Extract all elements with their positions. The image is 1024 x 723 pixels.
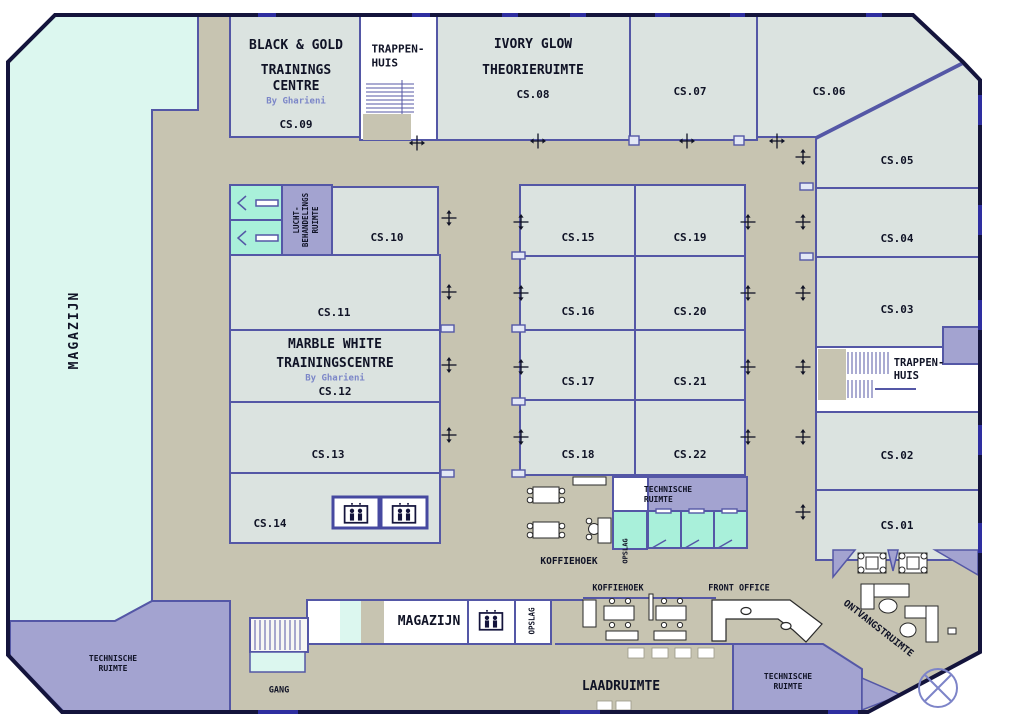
room-ivory-cs08	[436, 14, 631, 141]
front-office-desk	[711, 599, 823, 643]
stairs-bottom-left-treads	[254, 620, 301, 650]
label-cs20: CS.20	[673, 305, 707, 319]
room-cs19	[634, 184, 746, 257]
label-marble-sub: TRAININGSCENTRE	[276, 355, 394, 371]
label-cs19: CS.19	[673, 231, 707, 245]
label-cs13: CS.13	[311, 448, 345, 462]
window-marks	[258, 13, 982, 714]
label-opslag-bottom: OPSLAG	[527, 607, 537, 635]
room-black-gold-cs09	[229, 14, 361, 138]
outer-wall	[6, 13, 982, 714]
label-ivory-title: IVORY GLOW	[493, 36, 573, 52]
label-technische-left: TECHNISCHE RUIMTE	[88, 654, 138, 673]
laadruimte-crates	[596, 647, 715, 711]
room-cs20	[634, 255, 746, 331]
label-cs21: CS.21	[673, 375, 707, 389]
room-cs18	[519, 399, 636, 476]
label-koffiehoek-upper: KOFFIEHOEK	[540, 556, 598, 568]
label-cs22: CS.22	[673, 448, 707, 462]
label-black-gold-by: By Gharieni	[266, 96, 326, 107]
koffiehoek-upper-furniture	[526, 476, 612, 544]
room-cs22	[634, 399, 746, 476]
opslag-center-cell	[612, 510, 648, 550]
label-cs10: CS.10	[370, 231, 404, 245]
room-cs13	[229, 401, 441, 474]
mint-cell-doors	[236, 195, 279, 246]
revolving-door	[918, 668, 958, 708]
stairs-right-treads	[847, 352, 889, 398]
magazijn-mint-cell	[340, 601, 361, 643]
room-cs21	[634, 329, 746, 401]
label-cs04: CS.04	[880, 232, 914, 246]
door-gaps	[440, 135, 814, 478]
label-opslag-center: OPSLAG	[621, 538, 630, 564]
label-cs09: CS.09	[279, 118, 313, 132]
label-cs07: CS.07	[673, 85, 707, 99]
label-lucht: LUCHT- BEHANDELINGS RUIMTE	[291, 192, 320, 248]
label-cs17: CS.17	[561, 375, 595, 389]
label-cs06: CS.06	[812, 85, 846, 99]
label-magazijn-bottom: MAGAZIJN	[397, 613, 461, 629]
label-trappenhuis-top: TRAPPEN- HUIS	[371, 42, 425, 69]
trappenhuis-right-purple-block	[942, 326, 981, 365]
label-marble-title: MARBLE WHITE	[288, 336, 382, 352]
label-trappenhuis-right: TRAPPEN- HUIS	[893, 356, 945, 382]
room-cs10	[331, 186, 439, 256]
label-black-gold-sub: TRAININGS CENTRE	[260, 62, 332, 94]
label-koffiehoek-lower: KOFFIEHOEK	[592, 583, 644, 594]
room-cs07	[629, 14, 758, 141]
lucht-behandelings-ruimte	[281, 184, 333, 256]
room-marble-cs12	[229, 329, 441, 403]
label-cs08: CS.08	[516, 88, 550, 102]
label-cs05: CS.05	[880, 154, 914, 168]
ontvangst-purple-accents	[832, 549, 979, 712]
label-cs12: CS.12	[318, 385, 352, 399]
label-ivory-sub: THEORIERUIMTE	[482, 62, 584, 78]
room-cs11	[229, 254, 441, 331]
stairs-top-treads	[366, 83, 414, 113]
opslag-bottom-cell	[514, 599, 552, 645]
toilet-doors	[651, 508, 738, 549]
elevator-icon-2	[391, 502, 417, 524]
room-cs02	[815, 411, 981, 491]
label-cs11: CS.11	[317, 306, 351, 320]
label-cs01: CS.01	[880, 519, 914, 533]
label-laadruimte: LAADRUIMTE	[581, 678, 661, 694]
room-cs16	[519, 255, 636, 331]
label-gang: GANG	[268, 685, 290, 696]
stairs-bottom-left	[249, 617, 309, 653]
label-cs18: CS.18	[561, 448, 595, 462]
koffiehoek-lower-furniture	[582, 593, 687, 641]
label-front-office: FRONT OFFICE	[708, 583, 770, 594]
room-cs15	[519, 184, 636, 257]
elevator-icon-3	[478, 609, 504, 631]
elevator-icon-1	[343, 502, 369, 524]
label-black-gold-title: BLACK & GOLD	[249, 37, 343, 53]
ontvangst-furniture	[857, 552, 957, 643]
room-cs17	[519, 329, 636, 401]
trappenhuis-right-landing	[818, 349, 846, 400]
label-cs03: CS.03	[880, 303, 914, 317]
room-cs01	[815, 489, 981, 561]
label-technische-center: TECHNISCHE RUIMTE	[643, 485, 693, 504]
label-cs02: CS.02	[880, 449, 914, 463]
label-technische-bottom: TECHNISCHE RUIMTE	[763, 672, 813, 691]
room-cs04	[815, 187, 981, 258]
label-cs14: CS.14	[253, 517, 287, 531]
stairs-top-landing	[363, 114, 411, 140]
label-marble-by: By Gharieni	[305, 373, 365, 384]
magazijn-tan-cell	[361, 601, 384, 643]
label-cs16: CS.16	[561, 305, 595, 319]
stairs-bottom-left-mint	[249, 651, 306, 673]
label-cs15: CS.15	[561, 231, 595, 245]
label-magazijn-left: MAGAZIJN	[66, 290, 82, 370]
storage-white-cell	[612, 476, 649, 512]
